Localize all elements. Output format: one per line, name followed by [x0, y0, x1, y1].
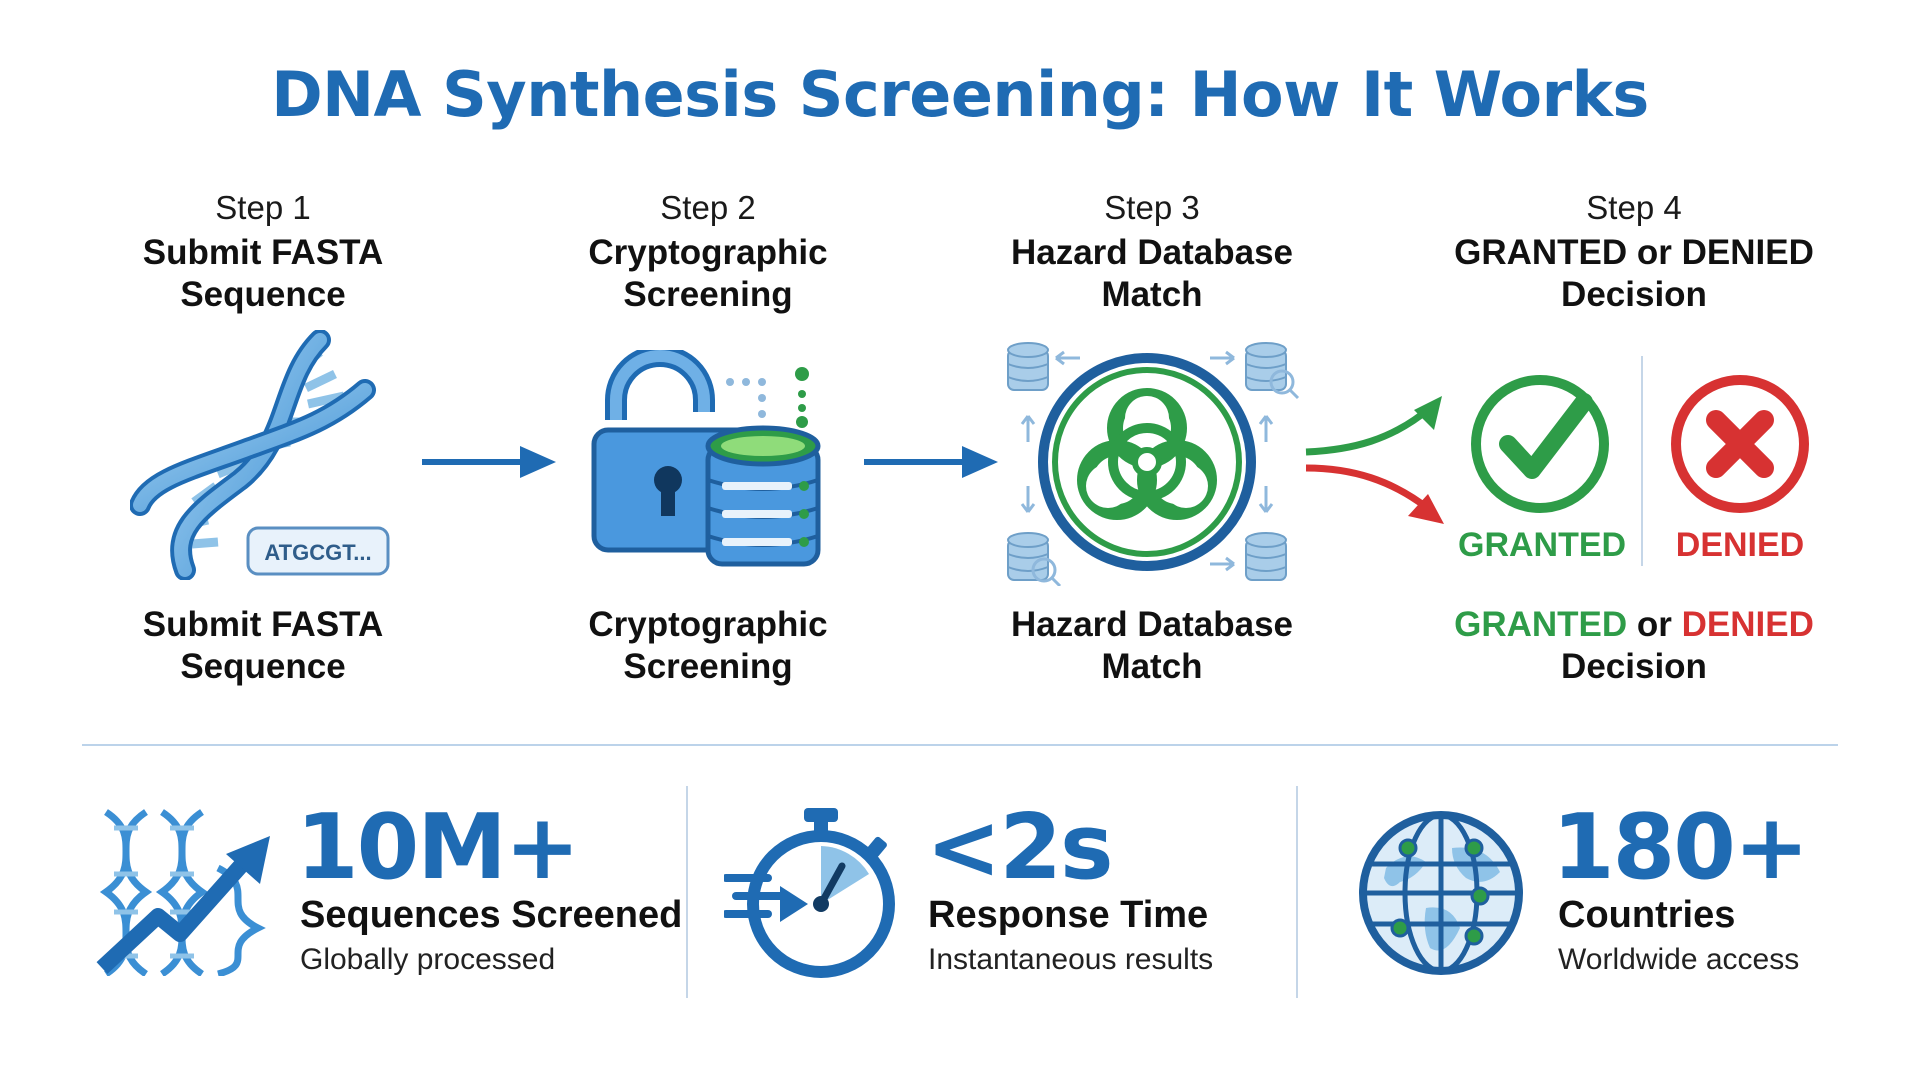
stopwatch-icon [724, 808, 895, 978]
caption-line2: Match [1101, 647, 1203, 686]
denied-label: DENIED [1675, 526, 1805, 564]
caption-line1: Submit FASTA [142, 605, 384, 644]
section-divider [82, 744, 1838, 746]
stat-separator [686, 786, 688, 998]
stat-sub: Instantaneous results [928, 943, 1214, 976]
flow-arrow-icon [422, 446, 556, 478]
decision-divider [1641, 356, 1643, 566]
stat-label: Countries [1558, 894, 1736, 936]
stat-label: Response Time [928, 894, 1209, 936]
globe-network-icon [1359, 811, 1523, 975]
step-title-line2: Screening [623, 275, 793, 314]
granted-label: GRANTED [1458, 526, 1627, 564]
stat-label: Sequences Screened [300, 894, 683, 936]
check-circle-icon [1471, 375, 1609, 513]
caption-line2: Sequence [180, 647, 346, 686]
caption-line2: Decision [1561, 647, 1707, 686]
step-title-line1: Hazard Database [1010, 233, 1294, 272]
step-title-line2: Decision [1561, 275, 1707, 314]
step-number: Step 4 [1586, 189, 1682, 226]
split-arrow-icon [1305, 396, 1444, 524]
caption-line1: Hazard Database [1010, 605, 1294, 644]
step-number: Step 2 [660, 189, 756, 226]
dna-growth-icon [96, 809, 270, 976]
page-title: DNA Synthesis Screening: How It Works [271, 58, 1649, 131]
step-2: Step 2 Cryptographic Screening [498, 188, 918, 316]
step-1-caption: Submit FASTA Sequence [53, 604, 473, 688]
step-number: Step 3 [1104, 189, 1200, 226]
stat-value: 10M+ [296, 795, 580, 900]
flow-arrow-icon [864, 446, 998, 478]
stat-value: 180+ [1552, 795, 1809, 900]
step-number: Step 1 [215, 189, 311, 226]
cross-circle-icon [1671, 375, 1809, 513]
database-icon [1007, 342, 1287, 581]
step-3: Step 3 Hazard Database Match [942, 188, 1362, 316]
caption-or: or [1627, 605, 1682, 644]
step-2-caption: Cryptographic Screening [498, 604, 918, 688]
sequence-badge: ATGCGT... [264, 540, 371, 565]
step-title-line2: Sequence [180, 275, 346, 314]
step-title-line2: Match [1101, 275, 1203, 314]
stat-sub: Globally processed [300, 943, 556, 976]
caption-line1: Cryptographic [588, 605, 828, 644]
biohazard-icon [1007, 342, 1300, 586]
dna-helix-icon: ATGCGT... [130, 330, 390, 580]
step-title-line1: Cryptographic [588, 233, 828, 272]
caption-line1: GRANTED or DENIED [1424, 604, 1844, 646]
step-title-line1: Submit FASTA [142, 233, 384, 272]
caption-denied: DENIED [1681, 605, 1814, 644]
step-4: Step 4 GRANTED or DENIED Decision [1424, 188, 1844, 316]
step-title-line1: GRANTED or DENIED [1454, 233, 1814, 272]
lock-database-icon [591, 350, 821, 567]
stat-sub: Worldwide access [1558, 943, 1800, 976]
caption-granted: GRANTED [1454, 605, 1628, 644]
caption-line2: Screening [623, 647, 793, 686]
stat-value: <2s [926, 795, 1114, 900]
stat-separator [1296, 786, 1298, 998]
step-1: Step 1 Submit FASTA Sequence [53, 188, 473, 316]
step-3-caption: Hazard Database Match [942, 604, 1362, 688]
step-4-caption: GRANTED or DENIED Decision [1424, 604, 1844, 688]
